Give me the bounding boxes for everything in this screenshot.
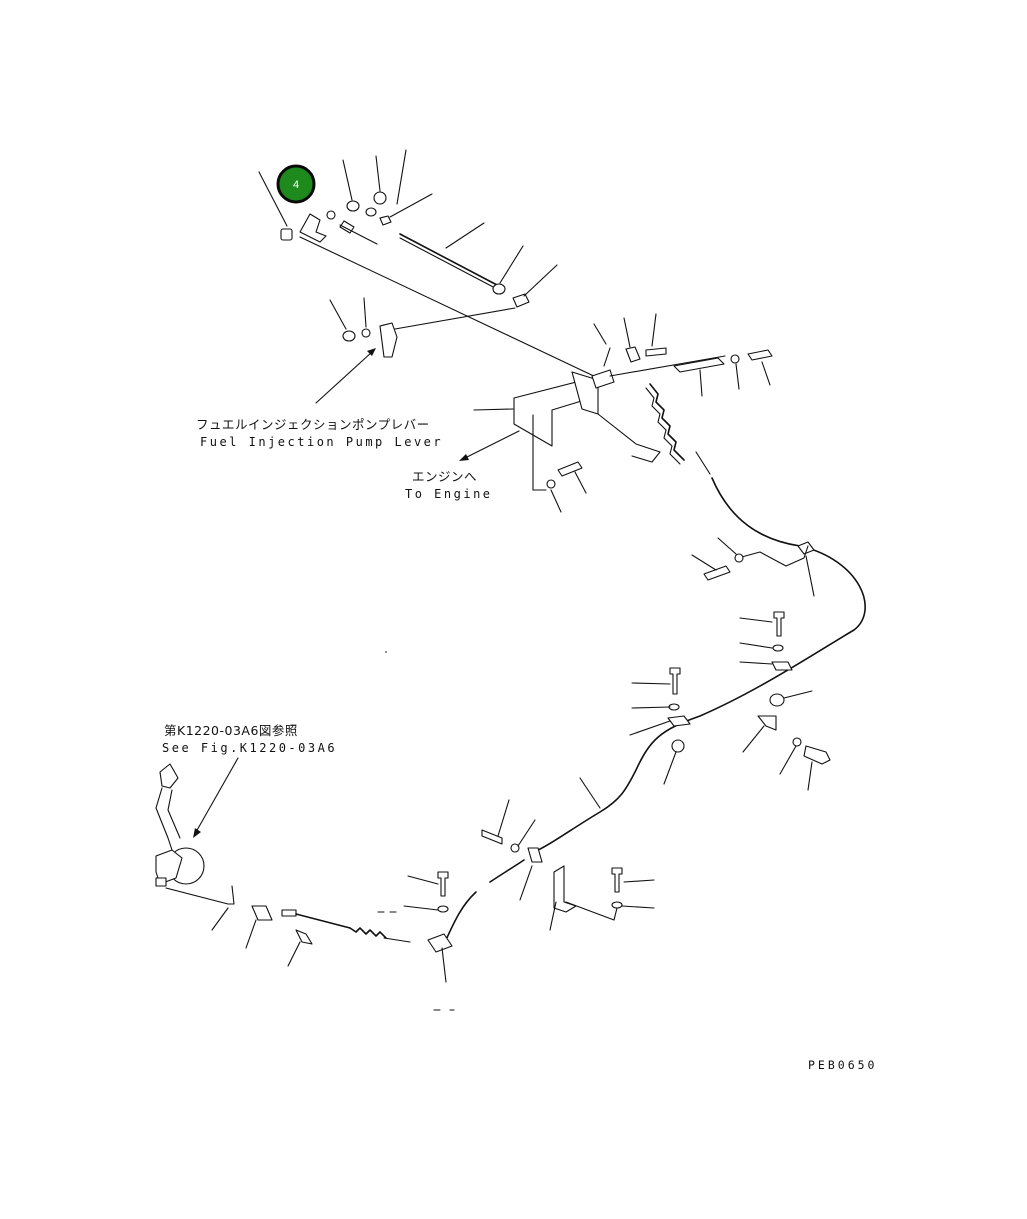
callout-number[interactable]: 4: [293, 179, 299, 191]
callout-circle[interactable]: [276, 164, 316, 204]
part-callout-4[interactable]: 4: [276, 164, 316, 204]
see-fig-label-en: See Fig.K1220-03A6: [162, 741, 337, 755]
throttle-control-cable: [377, 383, 866, 1011]
pump-lever-label-en: Fuel Injection Pump Lever: [200, 435, 443, 449]
to-engine-label-jp: エンジンへ: [412, 469, 477, 484]
pump-lever-linkage: [258, 149, 599, 404]
pump-lever-label-jp: フュエルインジェクションポンプレバー: [196, 417, 430, 432]
engine-bracket: [459, 313, 773, 513]
see-fig-label-jp: 第K1220-03A6図参照: [164, 723, 298, 738]
throttle-lever-assembly: [155, 651, 411, 967]
drawing-code: PEB0650: [808, 1058, 877, 1072]
to-engine-label-en: To Engine: [405, 487, 493, 501]
